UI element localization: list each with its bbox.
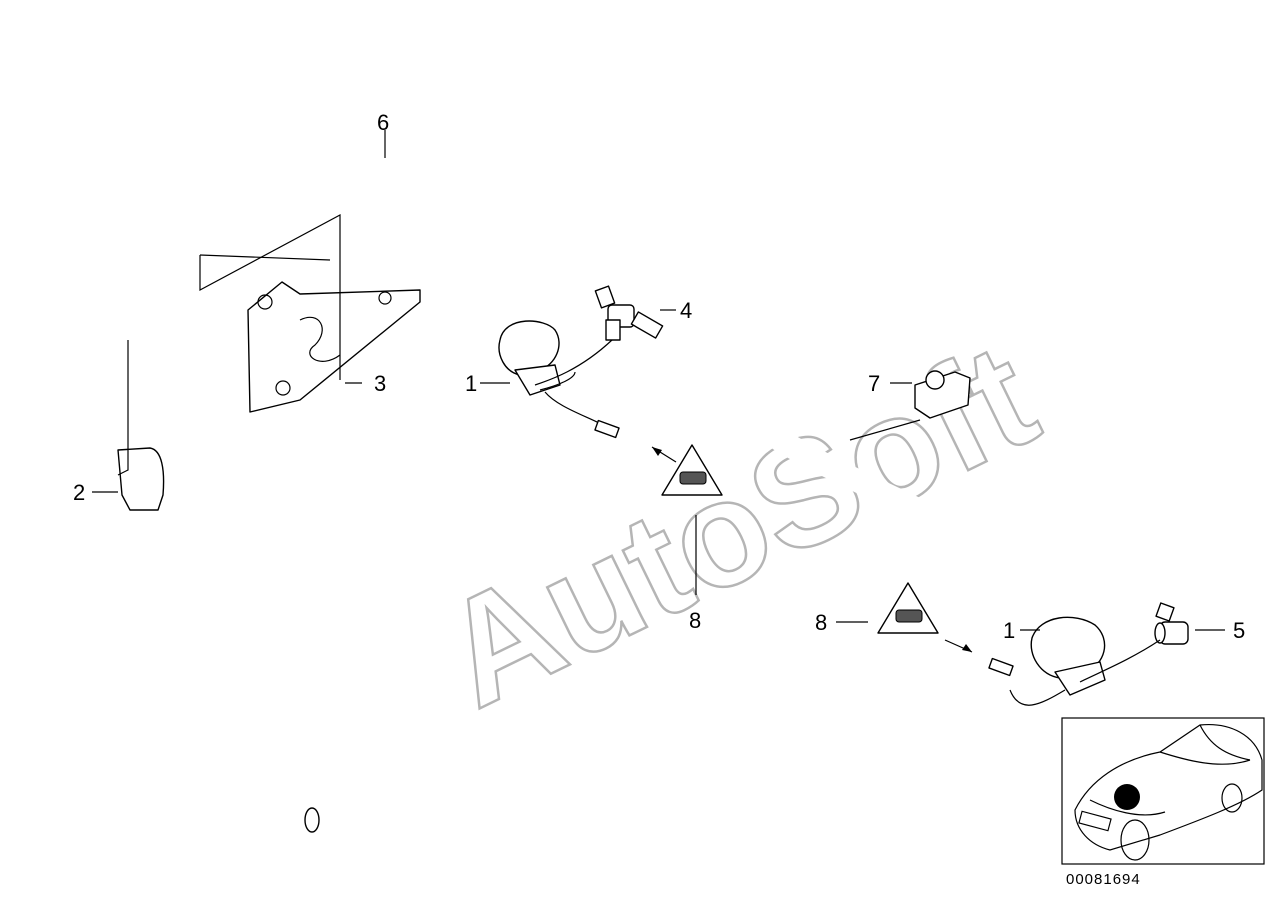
drawing-number: 00081694 [1066,871,1141,888]
callout-6: 6 [377,110,389,135]
location-inset [1061,717,1265,865]
callout-8-lower: 8 [815,610,827,635]
washer-nozzle-upper [498,320,620,439]
callout-5: 5 [1233,618,1245,643]
callout-8-upper: 8 [689,608,701,633]
nozzle-holder [849,370,971,441]
callout-1-lower: 1 [1003,618,1015,643]
location-marker [1114,784,1140,810]
warning-label-upper [651,444,723,496]
callout-4: 4 [680,298,692,323]
washer-nozzle-lower [988,616,1161,706]
callout-3: 3 [374,371,386,396]
warning-label-lower [877,582,973,653]
callout-2: 2 [73,480,85,505]
hose-main-loop [95,25,502,833]
t-connector [594,285,664,341]
callout-1-upper: 1 [465,371,477,396]
hose-clip [117,340,165,511]
callout-7: 7 [868,371,880,396]
elbow-connector [1154,602,1189,645]
hose-segment-upper [478,188,597,297]
callouts: 6 4 1 3 2 7 8 8 1 5 [73,110,1245,643]
hose-segment-middle [668,343,1157,612]
leader-lines [92,130,1225,631]
hose-bracket [199,213,421,413]
